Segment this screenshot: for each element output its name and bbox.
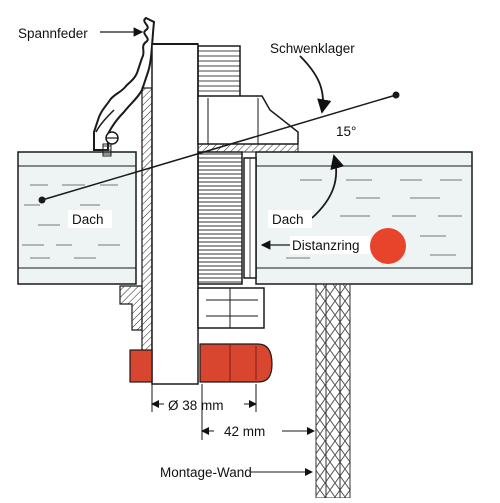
- mast-pipe: [141, 43, 199, 385]
- spring-clamp: [93, 16, 156, 157]
- pivot-line: [38, 91, 400, 204]
- label-distanzring: Distanzring: [292, 238, 360, 253]
- label-angle: 15°: [336, 124, 356, 139]
- label-spannfeder: Spannfeder: [18, 26, 88, 41]
- label-montage-wand: Montage-Wand: [160, 465, 252, 480]
- lower-fitting-left: [119, 285, 143, 331]
- ribbed-sleeve: [197, 45, 241, 99]
- red-nut-right: [199, 343, 273, 383]
- red-nut-left: [129, 349, 153, 383]
- schwenklager-leader: [299, 55, 332, 114]
- mounting-wall: [315, 283, 351, 499]
- diameter-dimension: [151, 384, 257, 412]
- angle-arc-arrow: [311, 154, 345, 219]
- swivel-bearing: [197, 95, 299, 153]
- lower-nut: [197, 287, 265, 329]
- label-diameter: Ø 38 mm: [168, 398, 224, 413]
- label-schwenklager: Schwenklager: [270, 41, 355, 56]
- spacer-ring: [243, 157, 257, 279]
- label-dach-left: Dach: [72, 212, 104, 227]
- red-marker-dot: [370, 228, 406, 264]
- label-distance: 42 mm: [224, 424, 265, 439]
- label-dach-right: Dach: [272, 212, 304, 227]
- threaded-body: [197, 151, 243, 285]
- distance-dimension: [201, 384, 315, 440]
